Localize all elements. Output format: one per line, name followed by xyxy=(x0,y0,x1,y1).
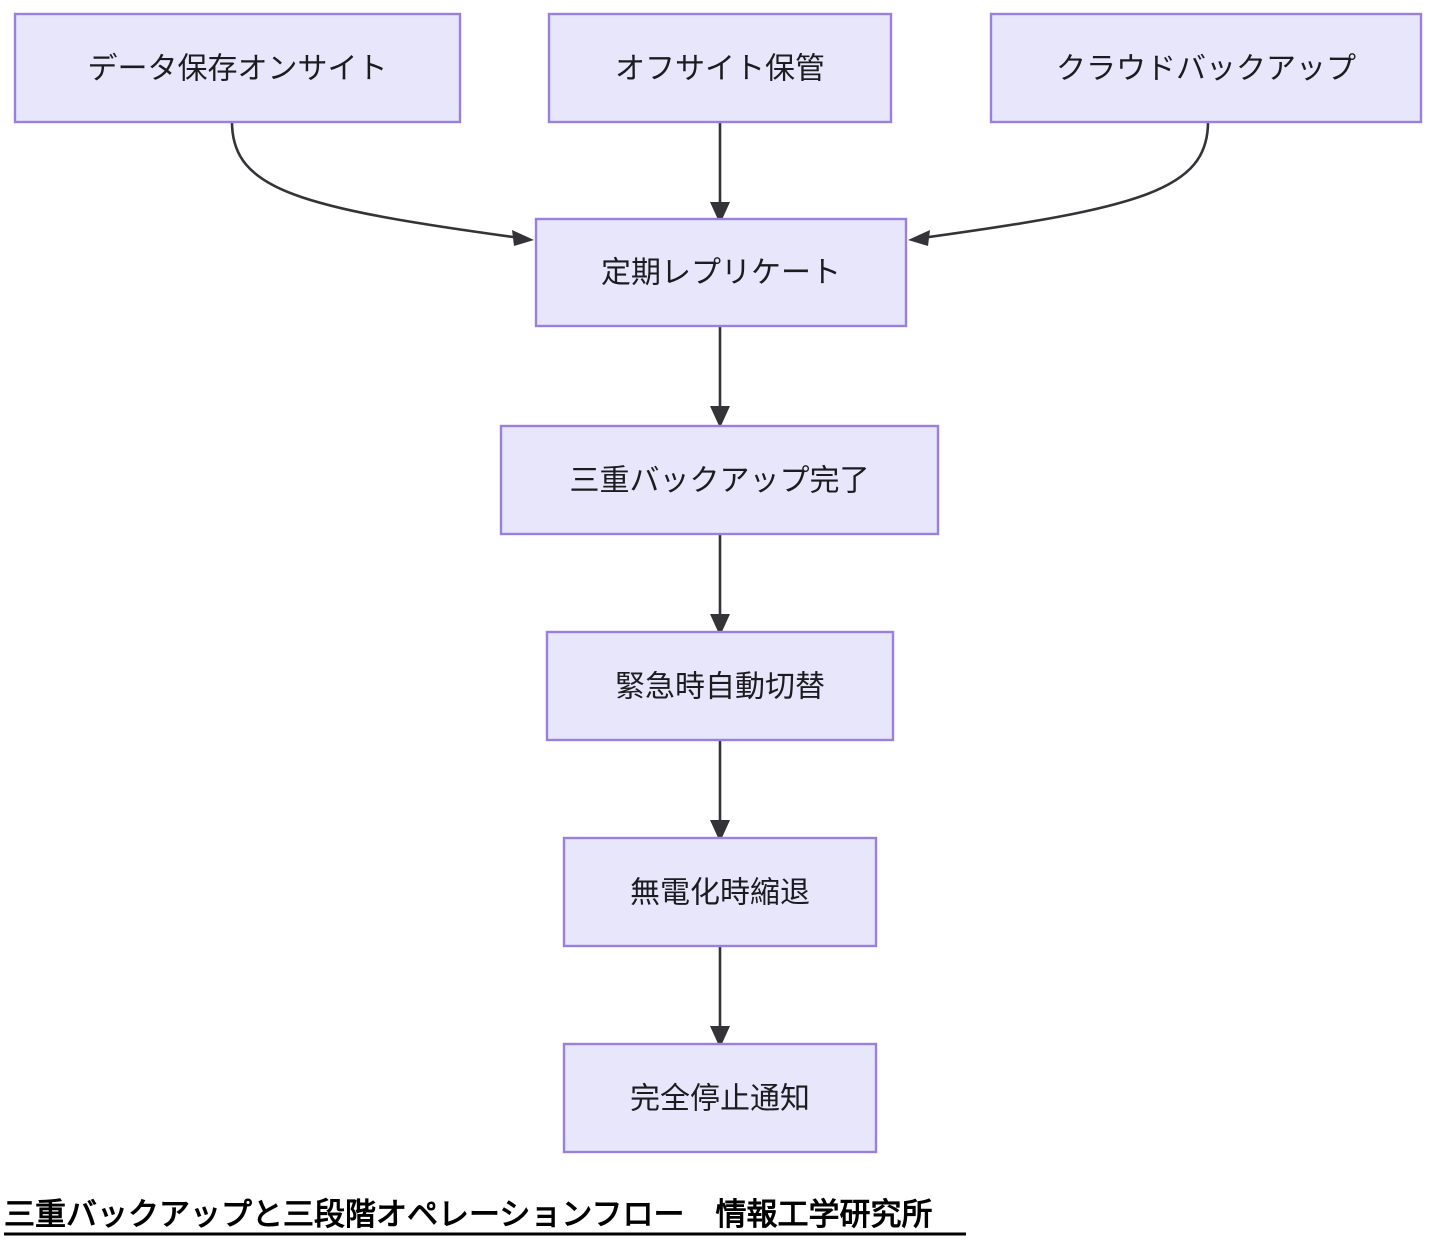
node-rect[interactable] xyxy=(989,12,1423,124)
arrowhead-icon xyxy=(512,230,534,246)
node-label: クラウドバックアップ xyxy=(1056,52,1356,87)
edge-triple-complete-to-failover xyxy=(710,534,730,636)
node-rect[interactable] xyxy=(562,1042,878,1154)
node-power-loss-degraded[interactable]: 無電化時縮退 xyxy=(562,836,878,948)
node-label: 定期レプリケート xyxy=(601,256,841,291)
edge-degraded-to-shutdown xyxy=(710,946,730,1048)
arrowhead-icon xyxy=(710,820,730,842)
node-rect[interactable] xyxy=(534,217,908,328)
edge-failover-to-degraded xyxy=(710,740,730,842)
node-triple-backup-complete[interactable]: 三重バックアップ完了 xyxy=(499,424,940,536)
node-rect[interactable] xyxy=(13,12,462,124)
caption-label: 三重バックアップと三段階オペレーションフロー 情報工学研究所 xyxy=(4,1197,932,1233)
node-rect[interactable] xyxy=(499,424,940,536)
edge-data-onsite-to-replicate xyxy=(230,121,534,246)
edge-path xyxy=(921,121,1210,240)
node-full-stop-notification[interactable]: 完全停止通知 xyxy=(562,1042,878,1154)
node-emergency-auto-failover[interactable]: 緊急時自動切替 xyxy=(545,630,895,742)
node-label: 無電化時縮退 xyxy=(630,876,810,911)
node-periodic-replicate[interactable]: 定期レプリケート xyxy=(534,217,908,328)
node-cloud-backup[interactable]: クラウドバックアップ xyxy=(989,12,1423,124)
node-label: データ保存オンサイト xyxy=(88,52,388,87)
edge-cloud-to-replicate xyxy=(908,121,1210,246)
arrowhead-icon xyxy=(710,202,730,224)
edge-replicate-to-triple-complete xyxy=(710,326,730,428)
node-label: 完全停止通知 xyxy=(630,1082,810,1117)
node-layer: データ保存オンサイト オフサイト保管 クラウドバックアップ 定期レプリケート 三… xyxy=(13,12,1423,1154)
edge-path xyxy=(230,121,521,240)
edge-layer xyxy=(230,121,1210,1048)
node-label: オフサイト保管 xyxy=(615,52,825,87)
arrowhead-icon xyxy=(710,1026,730,1048)
arrowhead-icon xyxy=(710,614,730,636)
arrowhead-icon xyxy=(908,230,930,246)
node-label: 緊急時自動切替 xyxy=(615,670,825,705)
caption-group: 三重バックアップと三段階オペレーションフロー 情報工学研究所 xyxy=(4,1197,966,1236)
node-rect[interactable] xyxy=(547,12,893,124)
node-offsite-storage[interactable]: オフサイト保管 xyxy=(547,12,893,124)
node-rect[interactable] xyxy=(562,836,878,948)
node-label: 三重バックアップ完了 xyxy=(570,464,870,499)
node-data-storage-onsite[interactable]: データ保存オンサイト xyxy=(13,12,462,124)
arrowhead-icon xyxy=(710,406,730,428)
edge-offsite-to-replicate xyxy=(710,122,730,224)
node-rect[interactable] xyxy=(545,630,895,742)
